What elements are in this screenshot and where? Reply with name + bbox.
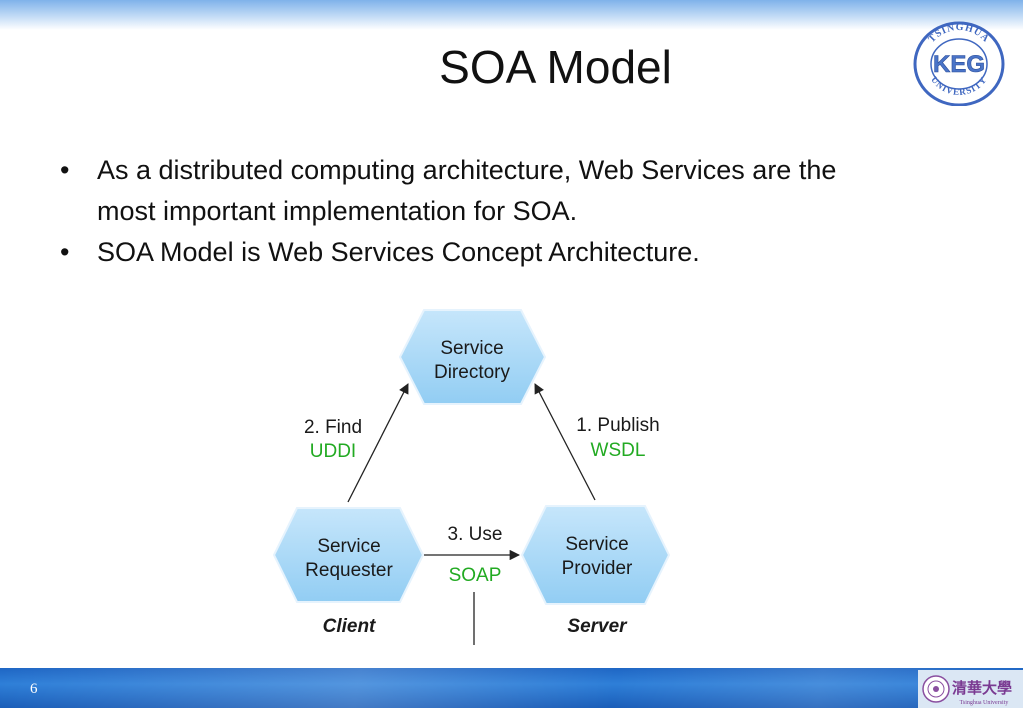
find-arrow xyxy=(347,383,409,503)
footer-logo-chinese-text: 清華大學 xyxy=(952,679,1012,697)
bullet-item: • SOA Model is Web Services Concept Arch… xyxy=(60,232,880,273)
uddi-label: UDDI xyxy=(310,441,356,462)
service-directory-node: Service Directory xyxy=(398,309,547,405)
wsdl-label: WSDL xyxy=(591,440,646,461)
slide-title: SOA Model xyxy=(439,41,672,93)
directory-hexagon xyxy=(398,309,547,405)
requester-hexagon xyxy=(272,507,425,603)
directory-label-line1: Service xyxy=(440,338,503,359)
directory-label-line2: Directory xyxy=(434,362,511,383)
bullet-text: As a distributed computing architecture,… xyxy=(97,155,837,226)
requester-label-line2: Requester xyxy=(305,560,393,581)
soap-label: SOAP xyxy=(449,565,502,586)
keg-tsinghua-logo: TSINGHUA UNIVERSITY KEG xyxy=(913,21,1005,106)
provider-label-line1: Service xyxy=(565,534,628,555)
provider-hexagon xyxy=(520,505,671,605)
publish-arrow xyxy=(534,383,596,501)
service-requester-node: Service Requester xyxy=(272,507,425,603)
bullet-list: • As a distributed computing architectur… xyxy=(60,150,880,273)
bullet-text: SOA Model is Web Services Concept Archit… xyxy=(97,237,700,267)
footer-bar xyxy=(0,668,1023,708)
footer-logo-english-text: Tsinghua University xyxy=(960,700,1009,706)
tsinghua-footer-logo: 清華大學 Tsinghua University xyxy=(918,670,1023,708)
service-provider-node: Service Provider xyxy=(520,505,671,605)
bullet-item: • As a distributed computing architectur… xyxy=(60,150,880,232)
page-number: 6 xyxy=(30,681,38,697)
publish-label: 1. Publish xyxy=(576,415,659,436)
bullet-marker: • xyxy=(60,155,70,185)
bullet-marker: • xyxy=(60,237,70,267)
find-label: 2. Find xyxy=(304,417,362,438)
header-gradient-band xyxy=(0,0,1023,30)
server-label: Server xyxy=(567,616,628,637)
client-label: Client xyxy=(323,616,376,637)
logo-center-text: KEG xyxy=(933,51,985,78)
requester-label-line1: Service xyxy=(317,536,380,557)
use-label: 3. Use xyxy=(448,524,503,545)
provider-label-line2: Provider xyxy=(562,558,633,579)
